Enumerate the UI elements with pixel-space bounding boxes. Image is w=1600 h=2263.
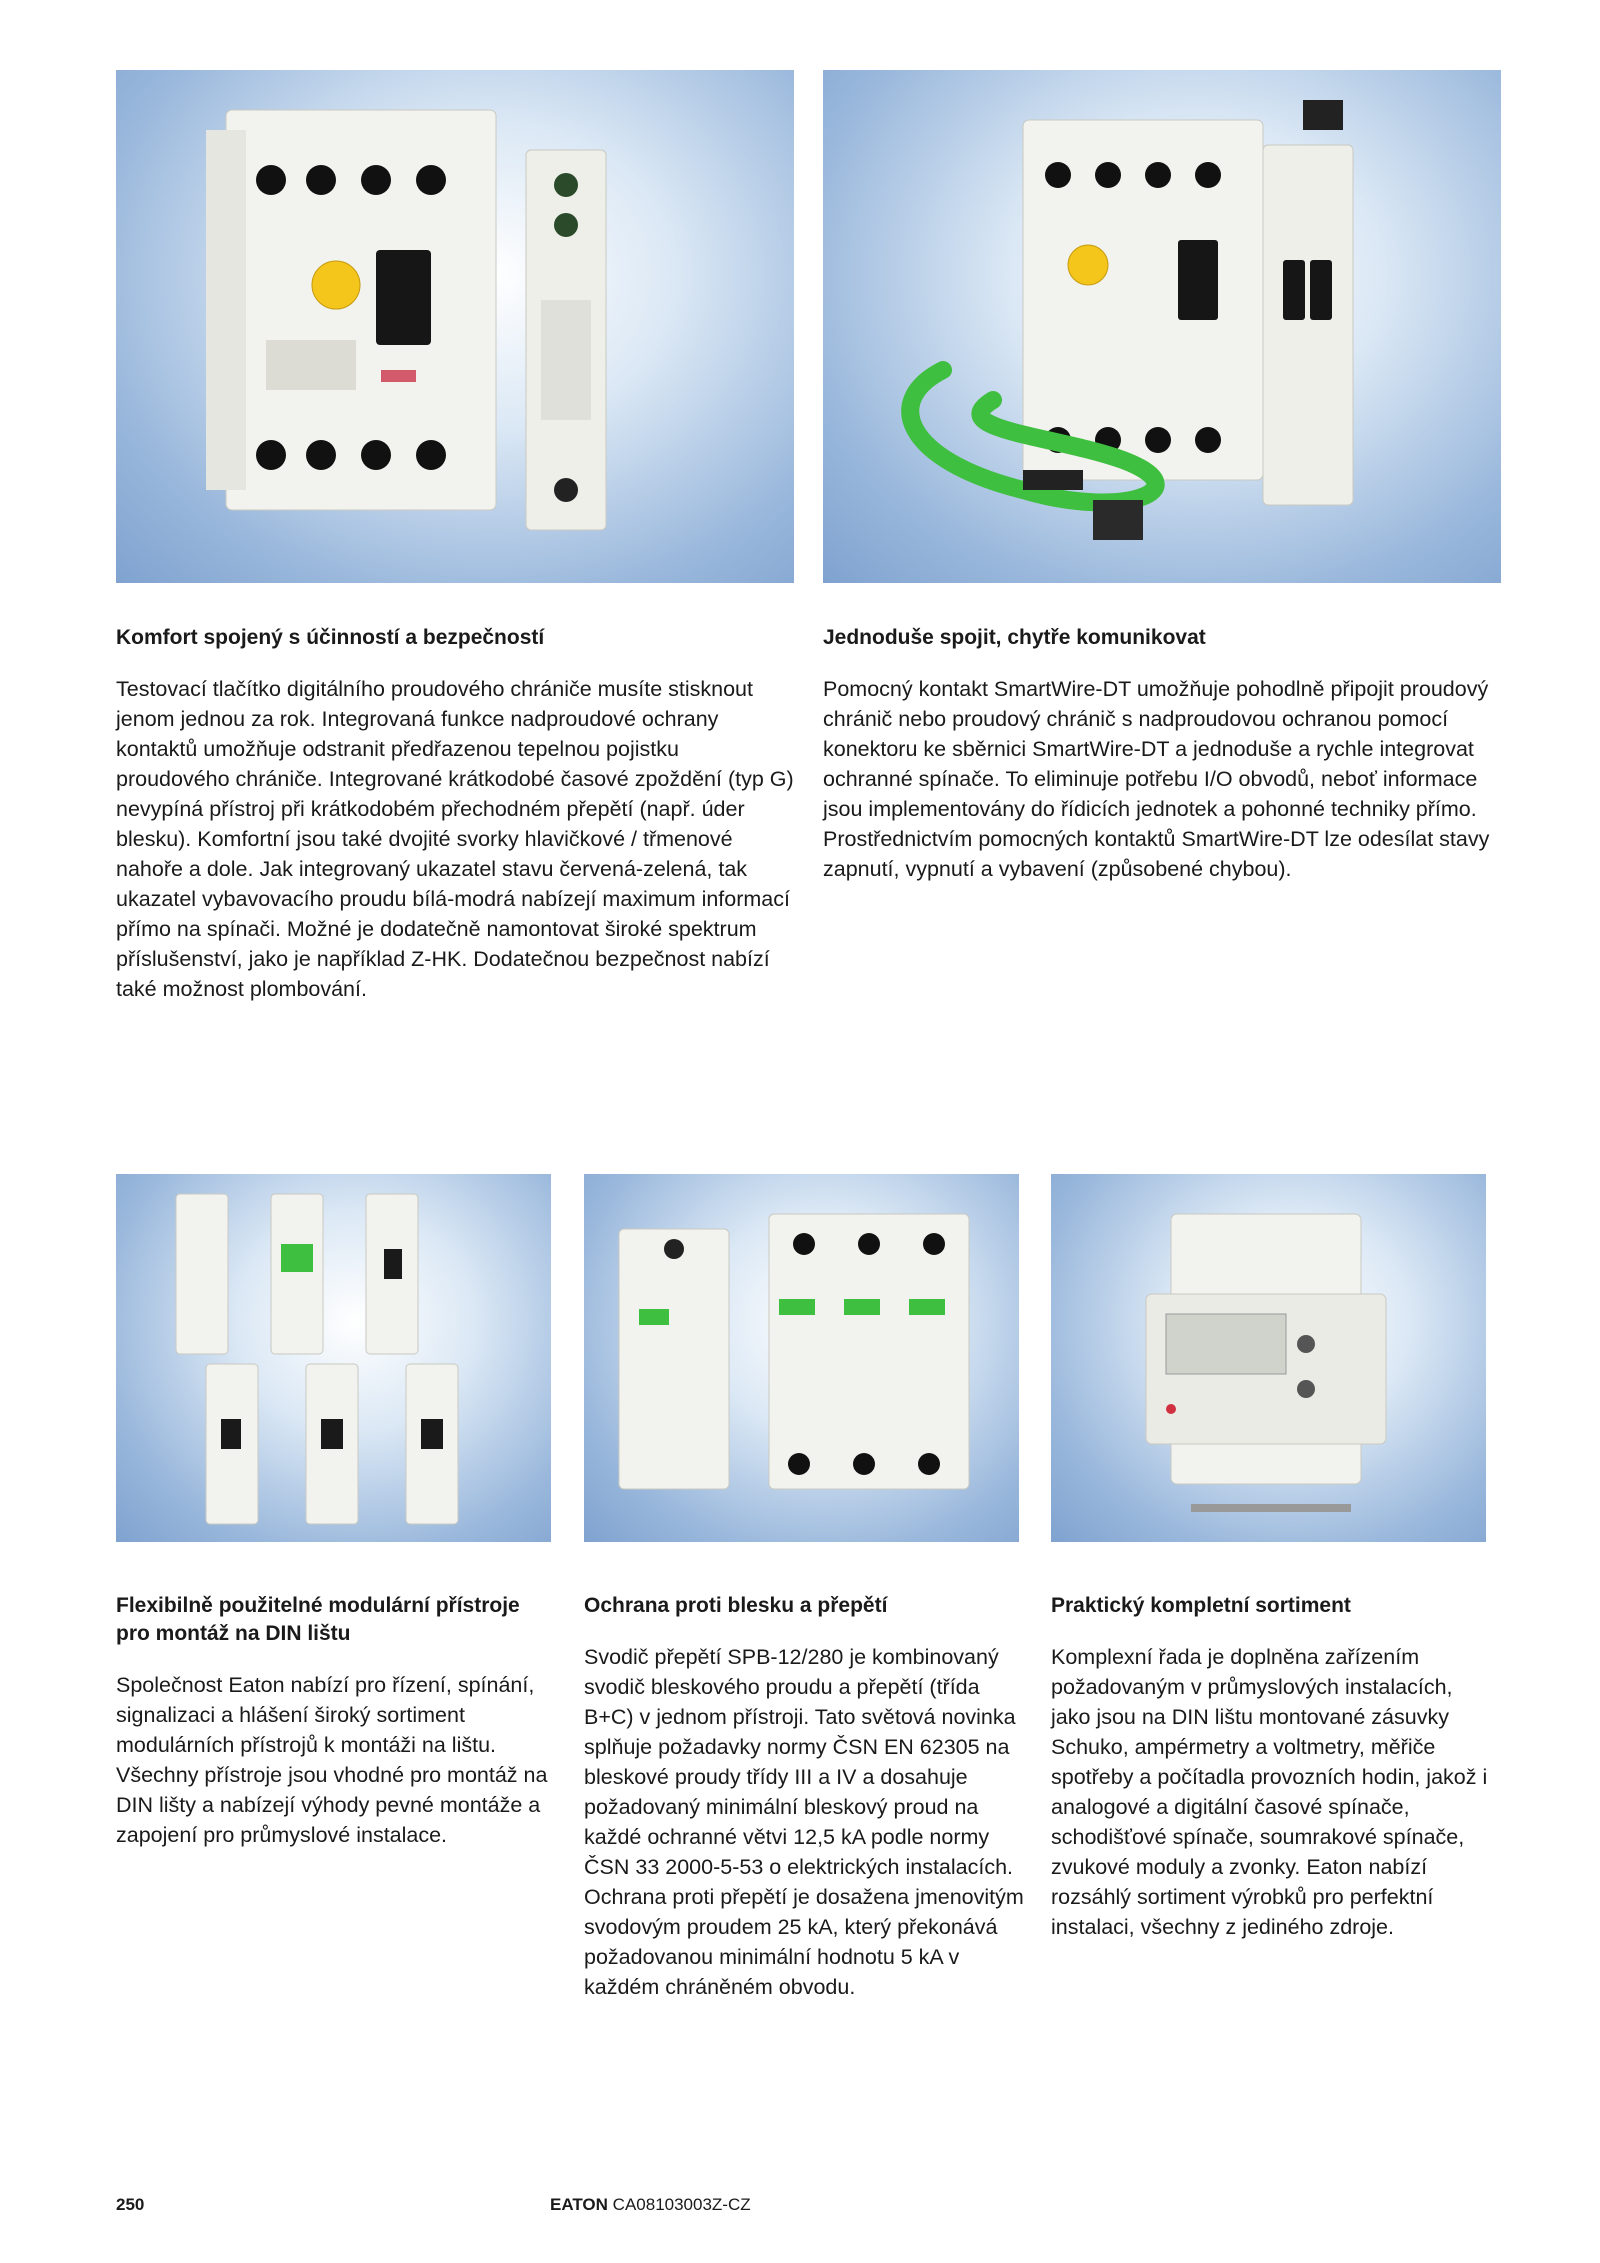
section-smartwire: Jednoduše spojit, chytře komunikovat Pom… xyxy=(823,624,1503,884)
footer-brand: EATON xyxy=(550,2195,608,2214)
energy-meter-illustration xyxy=(1145,1213,1387,1512)
product-photo-rcd xyxy=(116,70,794,583)
section-body: Testovací tlačítko digitálního proudovéh… xyxy=(116,677,794,1001)
product-photo-meter xyxy=(1051,1174,1486,1542)
page-number: 250 xyxy=(116,2195,145,2214)
section-comfort: Komfort spojený s účinností a bezpečnost… xyxy=(116,624,796,1004)
section-heading: Komfort spojený s účinností a bezpečnost… xyxy=(116,626,545,649)
smartwire-device-illustration xyxy=(901,100,1354,540)
section-body: Pomocný kontakt SmartWire-DT umožňuje po… xyxy=(823,677,1490,881)
section-modular: Flexibilně použitelné modulární přístroj… xyxy=(116,1592,556,1850)
footer-catalog: EATON CA08103003Z-CZ xyxy=(550,2195,751,2215)
section-range: Praktický kompletní sortiment Komplexní … xyxy=(1051,1592,1491,1942)
modular-devices-illustration xyxy=(175,1193,459,1525)
section-body: Svodič přepětí SPB-12/280 je kombinovaný… xyxy=(584,1645,1024,1999)
section-surge: Ochrana proti blesku a přepětí Svodič př… xyxy=(584,1592,1024,2002)
product-photo-modular xyxy=(116,1174,551,1542)
section-heading: Flexibilně použitelné modulární přístroj… xyxy=(116,1594,520,1645)
rcd-device-illustration xyxy=(206,109,607,531)
surge-arrester-illustration xyxy=(618,1213,970,1490)
section-heading: Praktický kompletní sortiment xyxy=(1051,1594,1351,1617)
product-photo-surge xyxy=(584,1174,1019,1542)
section-heading: Ochrana proti blesku a přepětí xyxy=(584,1594,888,1617)
section-heading: Jednoduše spojit, chytře komunikovat xyxy=(823,626,1206,649)
section-body: Komplexní řada je doplněna zařízením pož… xyxy=(1051,1645,1488,1939)
product-photo-smartwire xyxy=(823,70,1501,583)
footer-catalog-code: CA08103003Z-CZ xyxy=(612,2195,751,2214)
section-body: Společnost Eaton nabízí pro řízení, spín… xyxy=(116,1673,548,1847)
